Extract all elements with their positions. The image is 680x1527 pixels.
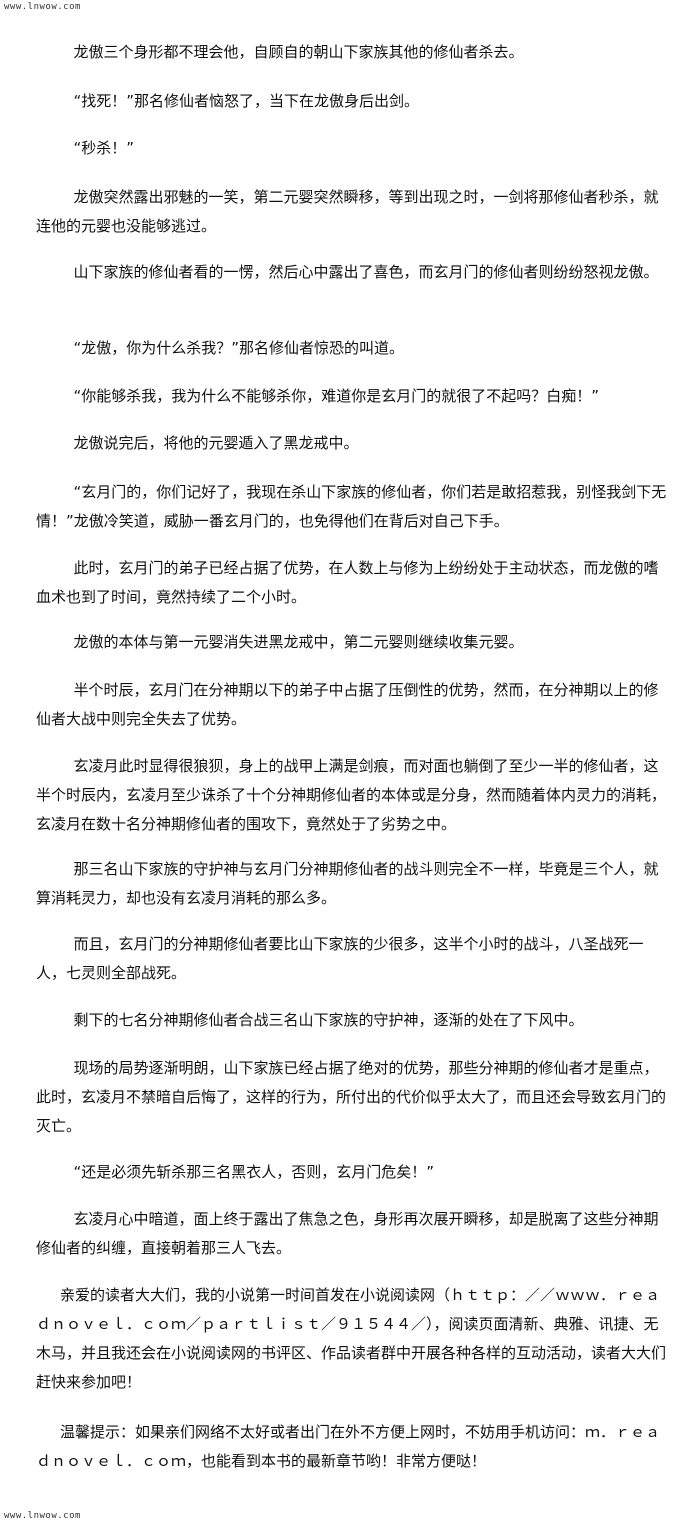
paragraph: 剩下的七名分神期修仙者合战三名山下家族的守护神，逐渐的处在了下风中。: [73, 1011, 584, 1029]
paragraph: 玄凌月此时显得很狼狈，身上的战甲上满是剑痕，而对面也躺倒了至少一半的修仙者，这半…: [36, 757, 667, 833]
paragraph: “找死！”那名修仙者恼怒了，当下在龙傲身后出剑。: [73, 92, 420, 110]
paragraph: 山下家族的修仙者看的一愣，然后心中露出了喜色，而玄月门的修仙者则纷纷怒视龙傲。: [73, 263, 659, 281]
site-watermark-top: www.lnwow.com: [4, 2, 81, 12]
tip-paragraph: 温馨提示：如果亲们网络不太好或者出门在外不方便上网时，不妨用手机访问：ｍ．ｒｅａ…: [36, 1423, 661, 1470]
paragraph: 玄凌月心中暗道，面上终于露出了焦急之色，身形再次展开瞬移，却是脱离了这些分神期修…: [36, 1210, 659, 1257]
paragraph: “还是必须先斩杀那三名黑衣人，否则，玄月门危矣！”: [73, 1163, 435, 1181]
paragraph: 半个时辰，玄月门在分神期以下的弟子中占据了压倒性的优势，然而，在分神期以上的修仙…: [36, 681, 659, 728]
paragraph: 而且，玄月门的分神期修仙者要比山下家族的少很多，这半个小时的战斗，八圣战死一人，…: [36, 935, 644, 982]
paragraph: “龙傲，你为什么杀我？”那名修仙者惊恐的叫道。: [73, 339, 405, 357]
paragraph: “秒杀！”: [73, 139, 135, 157]
paragraph: 此时，玄月门的弟子已经占据了优势，在人数上与修为上纷纷处于主动状态，而龙傲的嗜血…: [36, 559, 659, 606]
paragraph: 龙傲说完后，将他的元婴遁入了黑龙戒中。: [73, 434, 359, 452]
paragraph: 龙傲三个身形都不理会他，自顾自的朝山下家族其他的修仙者杀去。: [73, 43, 524, 61]
paragraph: 龙傲突然露出邪魅的一笑，第二元婴突然瞬移，等到出现之时，一剑将那修仙者秒杀，就连…: [36, 188, 659, 235]
paragraph: 龙傲的本体与第一元婴消失进黑龙戒中，第二元婴则继续收集元婴。: [73, 633, 524, 651]
paragraph: “你能够杀我，我为什么不能够杀你，难道你是玄月门的就很了不起吗？白痴！”: [73, 387, 600, 405]
paragraph: “玄月门的，你们记好了，我现在杀山下家族的修仙者，你们若是敢招惹我，别怪我剑下无…: [36, 483, 667, 530]
site-watermark-bottom: www.lnwow.com: [4, 1511, 81, 1521]
promo-paragraph: 亲爱的读者大大们，我的小说第一时间首发在小说阅读网（ｈｔｔｐ：／／ｗｗｗ．ｒｅａ…: [36, 1286, 667, 1391]
paragraph: 那三名山下家族的守护神与玄月门分神期修仙者的战斗则完全不一样，毕竟是三个人，就算…: [36, 860, 659, 907]
paragraph: 现场的局势逐渐明朗，山下家族已经占据了绝对的优势，那些分神期的修仙者才是重点，此…: [36, 1059, 667, 1135]
